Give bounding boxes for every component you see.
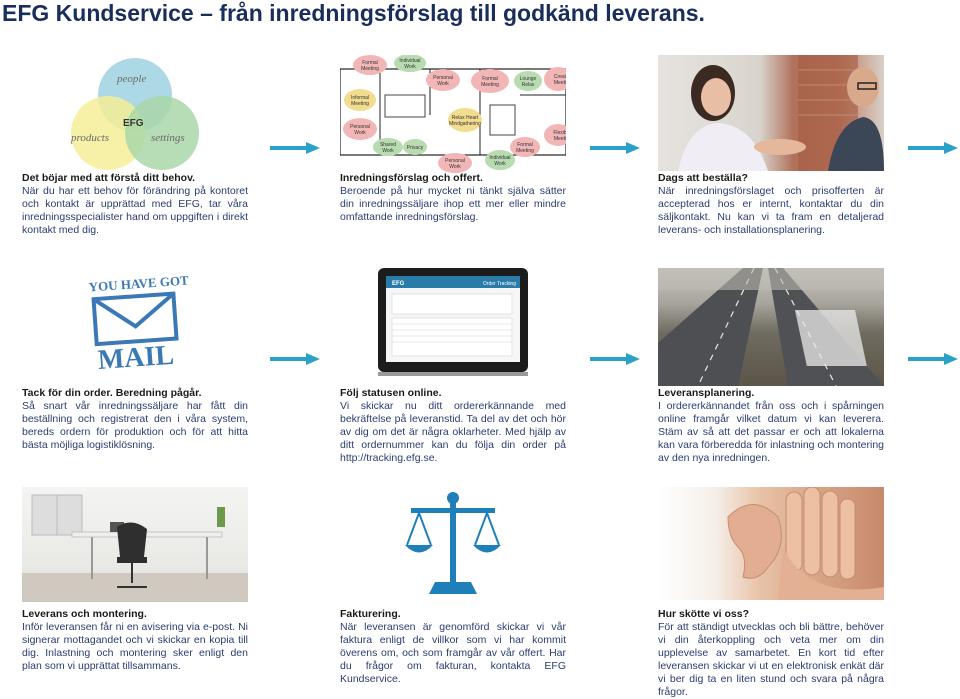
step-1-caption: Det böjar med att förstå ditt behov. När… <box>22 172 248 237</box>
step-heading: Hur skötte vi oss? <box>658 608 750 620</box>
mail-line2: MAIL <box>97 340 175 373</box>
arrow-icon <box>590 352 640 365</box>
svg-text:Formal: Formal <box>482 76 498 82</box>
step-3-caption: Dags att beställa? När inredningsförslag… <box>658 172 884 237</box>
step-heading: Tack för din order. Beredning pågår. <box>22 387 202 399</box>
svg-text:Work: Work <box>437 81 449 87</box>
office-desk-photo <box>22 487 248 602</box>
svg-text:Flexib: Flexib <box>553 130 566 136</box>
svg-text:Work: Work <box>449 164 461 170</box>
venn-diagram: people products settings EFG <box>65 55 205 175</box>
svg-text:Meeting: Meeting <box>351 101 369 107</box>
office-floorplan: Formal Meeting Individual Work Informal … <box>340 55 566 173</box>
svg-text:Lounge: Lounge <box>520 76 537 82</box>
svg-text:Work: Work <box>404 64 416 70</box>
svg-text:Work: Work <box>354 130 366 136</box>
venn-people-label: people <box>116 73 146 85</box>
svg-text:Relax: Relax <box>522 82 535 88</box>
step-8-caption: Fakturering. När leveransen är genomförd… <box>340 608 566 686</box>
laptop-header-right: Order Tracking <box>483 281 516 287</box>
arrow-icon <box>270 352 320 365</box>
step-body: Så snart vår inredningssäljare har fått … <box>22 400 248 451</box>
svg-text:Relax Heart: Relax Heart <box>452 115 479 121</box>
svg-text:Meeting: Meeting <box>516 148 534 154</box>
step-body: När leveransen är genomförd skickar vi v… <box>340 621 566 685</box>
venn-products-label: products <box>70 132 109 144</box>
arrow-icon <box>590 141 640 154</box>
svg-text:Meeti: Meeti <box>554 80 566 86</box>
venn-settings-label: settings <box>151 132 185 144</box>
svg-text:Personal: Personal <box>445 158 465 164</box>
arrow-icon <box>270 141 320 154</box>
step-2-caption: Inredningsförslag och offert. Beroende p… <box>340 172 566 224</box>
step-body: I ordererkännandet från oss och i spårni… <box>658 400 884 464</box>
arrow-icon <box>908 141 958 154</box>
step-body: Vi skickar nu ditt ordererkännande med b… <box>340 400 566 464</box>
svg-text:Meeting: Meeting <box>361 66 379 72</box>
step-heading: Dags att beställa? <box>658 172 748 184</box>
step-5-caption: Följ statusen online. Vi skickar nu ditt… <box>340 387 566 465</box>
scale-icon <box>405 490 501 598</box>
laptop-brand: EFG <box>392 281 405 287</box>
svg-text:Creat: Creat <box>554 74 566 80</box>
svg-text:Work: Work <box>494 161 506 167</box>
svg-text:Personal: Personal <box>433 75 453 81</box>
svg-text:Shared: Shared <box>380 142 396 148</box>
step-7-caption: Leverans och montering. Inför leveransen… <box>22 608 248 673</box>
step-body: Beroende på hur mycket ni tänkt själva s… <box>340 185 566 223</box>
page-title: EFG Kundservice – från inredningsförslag… <box>2 0 705 26</box>
step-heading: Fakturering. <box>340 608 401 620</box>
step-body: När du har ett behov för förändring på k… <box>22 185 248 236</box>
step-body: För att ständigt utvecklas och bli bättr… <box>658 621 884 698</box>
mail-stamp-graphic: YOU HAVE GOT MAIL <box>85 268 195 373</box>
fp-label-0: Formal <box>362 60 378 66</box>
venn-center-label: EFG <box>123 118 144 129</box>
step-6-caption: Leveransplanering. I ordererkännandet fr… <box>658 387 884 465</box>
step-heading: Det böjar med att förstå ditt behov. <box>22 172 196 184</box>
step-body: När inredningsförslaget och prisofferten… <box>658 185 884 236</box>
svg-text:Individual: Individual <box>489 155 510 161</box>
step-body: Inför leveransen får ni en avisering via… <box>22 621 248 672</box>
step-4-caption: Tack för din order. Beredning pågår. Så … <box>22 387 248 452</box>
step-9-caption: Hur skötte vi oss? För att ständigt utve… <box>658 608 884 699</box>
step-heading: Leveransplanering. <box>658 387 755 399</box>
step-heading: Leverans och montering. <box>22 608 147 620</box>
svg-text:Formal: Formal <box>517 142 533 148</box>
handshake-photo <box>658 55 884 171</box>
mail-line1: YOU HAVE GOT <box>88 273 189 295</box>
laptop-order-tracking: EFG Order Tracking <box>378 268 528 376</box>
arrow-icon <box>908 352 958 365</box>
svg-text:Meeting: Meeting <box>481 82 499 88</box>
highway-photo <box>658 268 884 386</box>
svg-text:Mindgathering: Mindgathering <box>449 121 481 127</box>
svg-text:Meeti: Meeti <box>554 136 566 142</box>
ear-listening-photo <box>658 487 884 600</box>
svg-text:Privacy: Privacy <box>407 145 424 151</box>
svg-text:Personal: Personal <box>350 124 370 130</box>
svg-text:Informal: Informal <box>351 95 369 101</box>
step-heading: Följ statusen online. <box>340 387 442 399</box>
step-heading: Inredningsförslag och offert. <box>340 172 483 184</box>
svg-text:Work: Work <box>382 148 394 154</box>
svg-text:Individual: Individual <box>399 58 420 64</box>
